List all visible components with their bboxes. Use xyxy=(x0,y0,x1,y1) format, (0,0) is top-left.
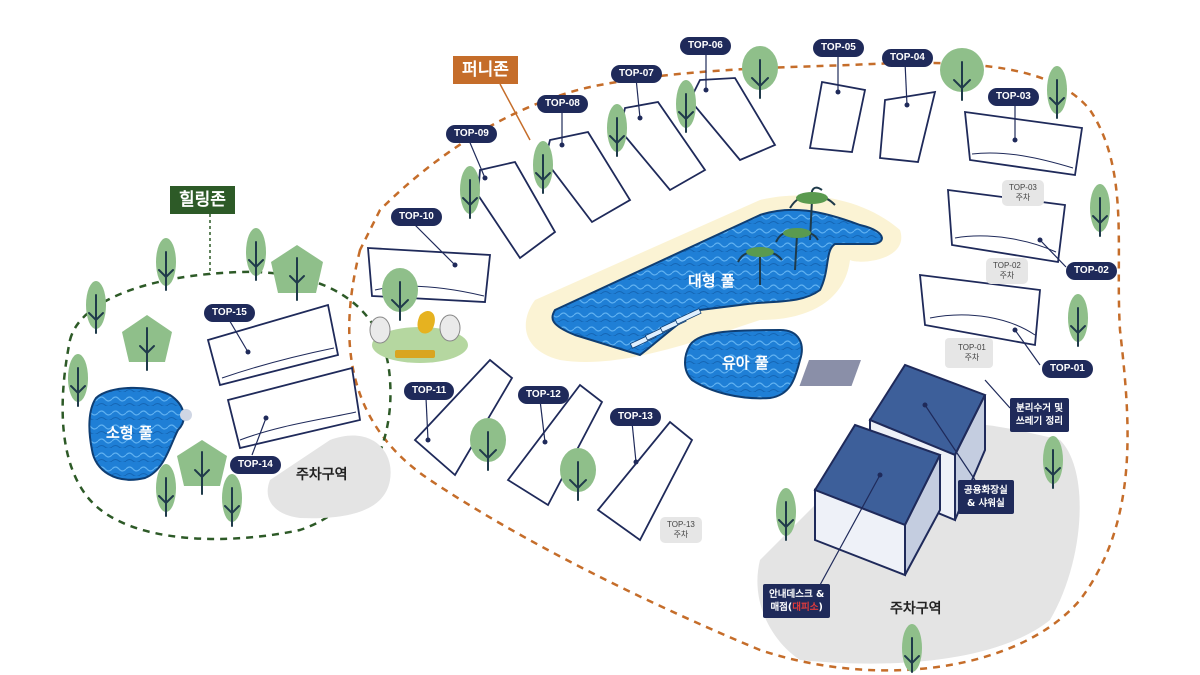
fun-zone-boundary xyxy=(348,61,1129,672)
bunny-decoration xyxy=(369,310,468,363)
site-tag-top-03[interactable]: TOP-03 xyxy=(988,88,1039,106)
small-pool-label: 소형 풀 xyxy=(106,424,153,442)
site-tag-top-05[interactable]: TOP-05 xyxy=(813,39,864,57)
site-leader-dots xyxy=(245,87,1043,478)
parking-pad-top-02: TOP-02 주차 xyxy=(986,258,1028,284)
small-pool xyxy=(88,386,185,481)
pool-steps xyxy=(629,308,702,349)
site-tag-top-01[interactable]: TOP-01 xyxy=(1042,360,1093,378)
recycling-label: 분리수거 및 쓰레기 정리 xyxy=(1010,398,1070,432)
glamping-tents xyxy=(206,77,1084,542)
fun-zone-label: 퍼니존 xyxy=(453,56,518,84)
site-tag-top-04[interactable]: TOP-04 xyxy=(882,49,933,67)
site-tag-top-11[interactable]: TOP-11 xyxy=(404,382,455,400)
info-desk-label: 안내데스크 & 매점(대피소) xyxy=(763,584,831,618)
site-tag-top-07[interactable]: TOP-07 xyxy=(611,65,662,83)
site-tag-top-06[interactable]: TOP-06 xyxy=(680,37,731,55)
info-desk-line1: 안내데스크 & xyxy=(769,589,825,600)
parking-pad-top-01: TOP-01 주차 xyxy=(951,340,993,366)
site-tag-top-09[interactable]: TOP-09 xyxy=(446,125,497,143)
trees xyxy=(68,46,1110,673)
site-tag-top-08[interactable]: TOP-08 xyxy=(537,95,588,113)
large-pool xyxy=(551,208,883,357)
healing-zone-label: 힐링존 xyxy=(170,186,235,214)
parking-pad-top-13: TOP-13 주차 xyxy=(660,517,702,543)
site-tag-top-12[interactable]: TOP-12 xyxy=(518,386,569,404)
info-desk-suffix: ) xyxy=(818,602,823,613)
recycling-station xyxy=(799,360,861,386)
site-tag-top-13[interactable]: TOP-13 xyxy=(610,408,661,426)
site-tag-top-15[interactable]: TOP-15 xyxy=(204,304,255,322)
site-leaders xyxy=(227,50,1067,586)
site-tag-top-10[interactable]: TOP-10 xyxy=(391,208,442,226)
info-desk-shelter: 대피소 xyxy=(792,602,819,613)
info-desk-prefix: 매점( xyxy=(770,602,793,613)
kids-pool xyxy=(684,328,803,400)
main-parking-label: 주차구역 xyxy=(890,601,942,617)
kids-pool-label: 유아 풀 xyxy=(722,354,769,372)
site-tag-top-14[interactable]: TOP-14 xyxy=(230,456,281,474)
site-tag-top-02[interactable]: TOP-02 xyxy=(1066,262,1117,280)
fun-zone-leader xyxy=(499,83,531,141)
healing-parking-area xyxy=(267,435,391,519)
parking-pad-top-03: TOP-03 주차 xyxy=(1002,180,1044,206)
healing-parking-label: 주차구역 xyxy=(296,467,348,483)
large-pool-label: 대형 풀 xyxy=(688,272,735,290)
restroom-label: 공용화장실 & 샤워실 xyxy=(958,480,1014,514)
